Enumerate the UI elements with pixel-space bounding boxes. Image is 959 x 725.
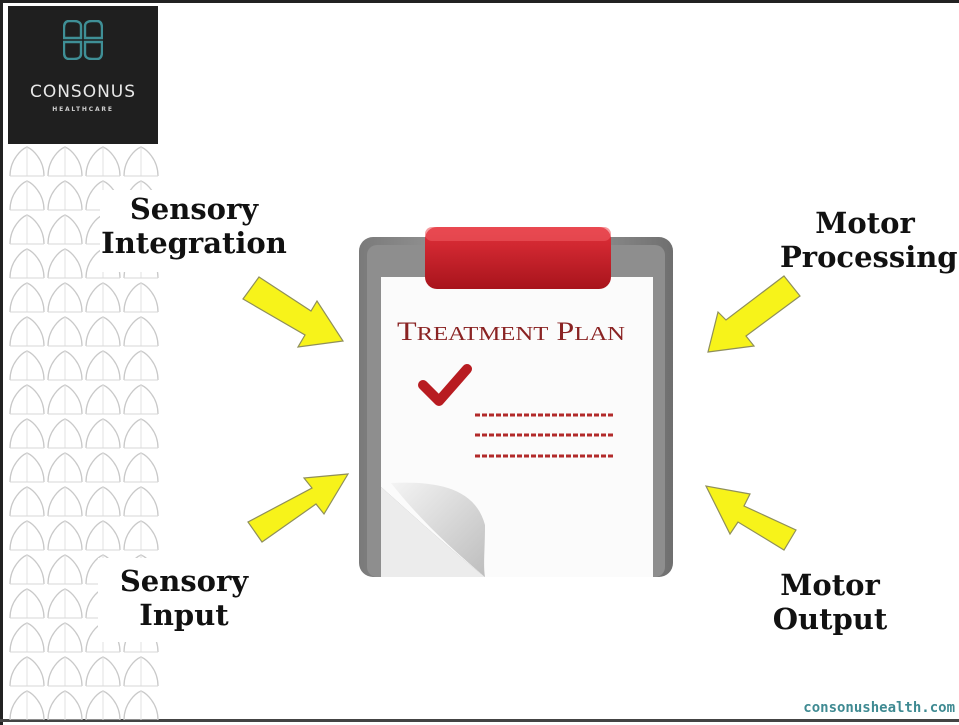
logo-name: CONSONUS (29, 82, 137, 102)
label-line: Input (139, 598, 229, 632)
label-sensory-integration: Sensory Integration (100, 192, 288, 260)
slide-border-bottom (0, 719, 959, 722)
label-line: Motor (815, 206, 915, 240)
logo-tagline: HEALTHCARE (52, 106, 114, 113)
label-line: Sensory (119, 564, 249, 598)
label-line: Processing (780, 240, 958, 274)
label-background (98, 558, 270, 642)
label-line: Integration (101, 226, 287, 260)
arrow-left-down-icon (707, 275, 801, 353)
label-line: Sensory (129, 192, 259, 226)
label-background (100, 190, 288, 272)
company-logo: CONSONUS HEALTHCARE (8, 6, 158, 144)
arrow-right-up-icon (247, 473, 350, 543)
arrow-left-up-icon (704, 485, 797, 551)
label-line: Output (772, 602, 888, 636)
label-sensory-input: Sensory Input (100, 564, 268, 632)
four-petal-logo-icon (63, 20, 103, 60)
label-line: Motor (780, 568, 880, 602)
footer-url: consonushealth.com (803, 700, 955, 716)
arrow-right-down-icon (242, 276, 345, 348)
label-motor-processing: Motor Processing (780, 206, 958, 274)
slide-border-left (0, 0, 3, 725)
slide-border-top (0, 0, 959, 3)
label-motor-output: Motor Output (748, 568, 912, 636)
